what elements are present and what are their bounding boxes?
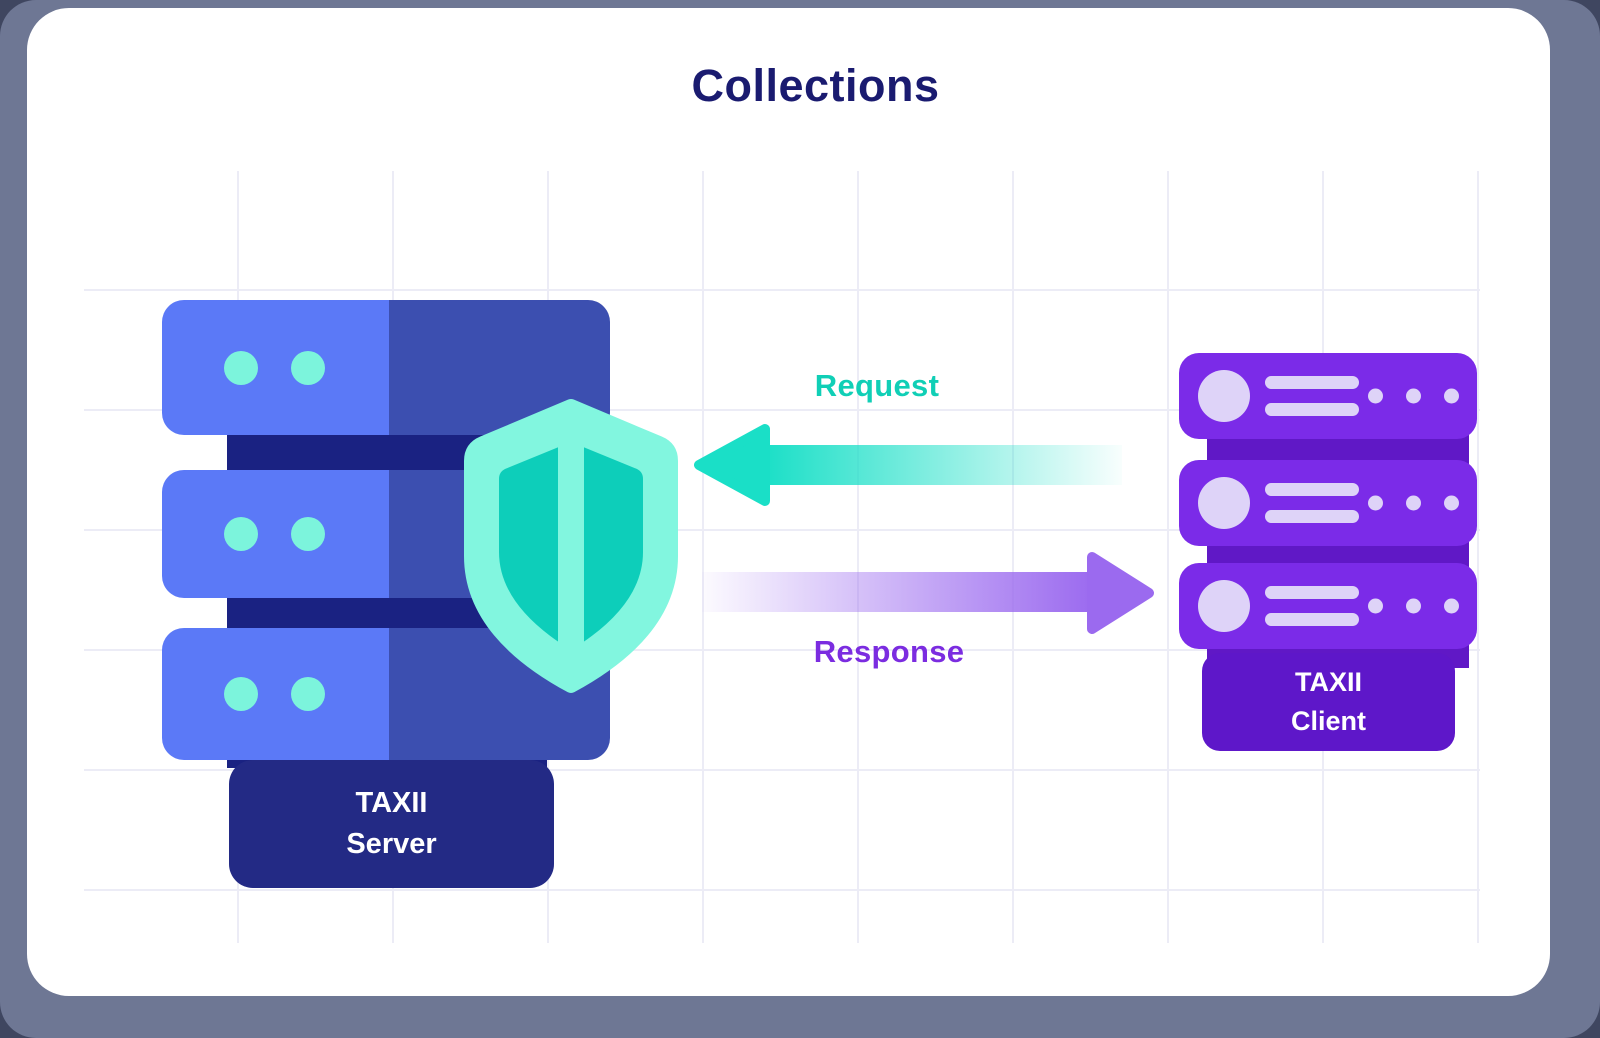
indicator-dot bbox=[1444, 598, 1459, 614]
led-icon bbox=[291, 350, 325, 385]
diagram-card: Collections bbox=[27, 8, 1550, 996]
indicator-dot bbox=[1406, 388, 1421, 404]
vent-bar bbox=[1265, 586, 1359, 599]
led-icon bbox=[224, 350, 258, 385]
indicator-dot bbox=[1406, 495, 1421, 511]
indicator-dot bbox=[1406, 598, 1421, 614]
vent-bars bbox=[1265, 483, 1359, 523]
request-arrow-icon bbox=[694, 424, 1122, 506]
drive-bay-icon bbox=[1198, 370, 1250, 422]
led-icon bbox=[291, 517, 325, 551]
client-rack-unit bbox=[1179, 353, 1477, 439]
led-icon bbox=[224, 517, 258, 551]
server-label-line1: TAXII bbox=[355, 786, 428, 819]
client-rack-unit bbox=[1179, 460, 1477, 546]
shield-icon bbox=[464, 399, 678, 693]
indicator-dot bbox=[1368, 598, 1383, 614]
status-led-group bbox=[224, 350, 325, 385]
request-label: Request bbox=[814, 368, 940, 403]
led-icon bbox=[224, 677, 258, 711]
indicator-dot-group bbox=[1368, 598, 1459, 614]
client-label-badge: TAXII Client bbox=[1202, 653, 1455, 751]
status-led-group bbox=[224, 517, 325, 551]
client-label-line2: Client bbox=[1290, 706, 1366, 736]
vent-bar bbox=[1265, 403, 1359, 416]
drive-bay-icon bbox=[1198, 580, 1250, 632]
client-label-line1: TAXII bbox=[1295, 666, 1362, 697]
vent-bars bbox=[1265, 586, 1359, 626]
drive-bay-icon bbox=[1198, 477, 1250, 529]
led-icon bbox=[291, 677, 325, 711]
indicator-dot bbox=[1368, 495, 1383, 511]
vent-bar bbox=[1265, 376, 1359, 389]
response-label: Response bbox=[813, 634, 965, 669]
status-led-group bbox=[224, 677, 325, 711]
server-rack-layer bbox=[162, 300, 610, 435]
indicator-dot bbox=[1444, 495, 1459, 511]
vent-bar bbox=[1265, 510, 1359, 523]
indicator-dot-group bbox=[1368, 388, 1459, 404]
indicator-dot bbox=[1444, 388, 1459, 404]
indicator-dot-group bbox=[1368, 495, 1459, 511]
server-label-line2: Server bbox=[346, 828, 437, 860]
vent-bar bbox=[1265, 483, 1359, 496]
vent-bar bbox=[1265, 613, 1359, 626]
diagram-title: Collections bbox=[691, 60, 940, 111]
vent-bars bbox=[1265, 376, 1359, 416]
client-rack-unit bbox=[1179, 563, 1477, 649]
response-arrow-icon bbox=[702, 552, 1154, 634]
server-label-badge: TAXII Server bbox=[229, 760, 554, 888]
indicator-dot bbox=[1368, 388, 1383, 404]
